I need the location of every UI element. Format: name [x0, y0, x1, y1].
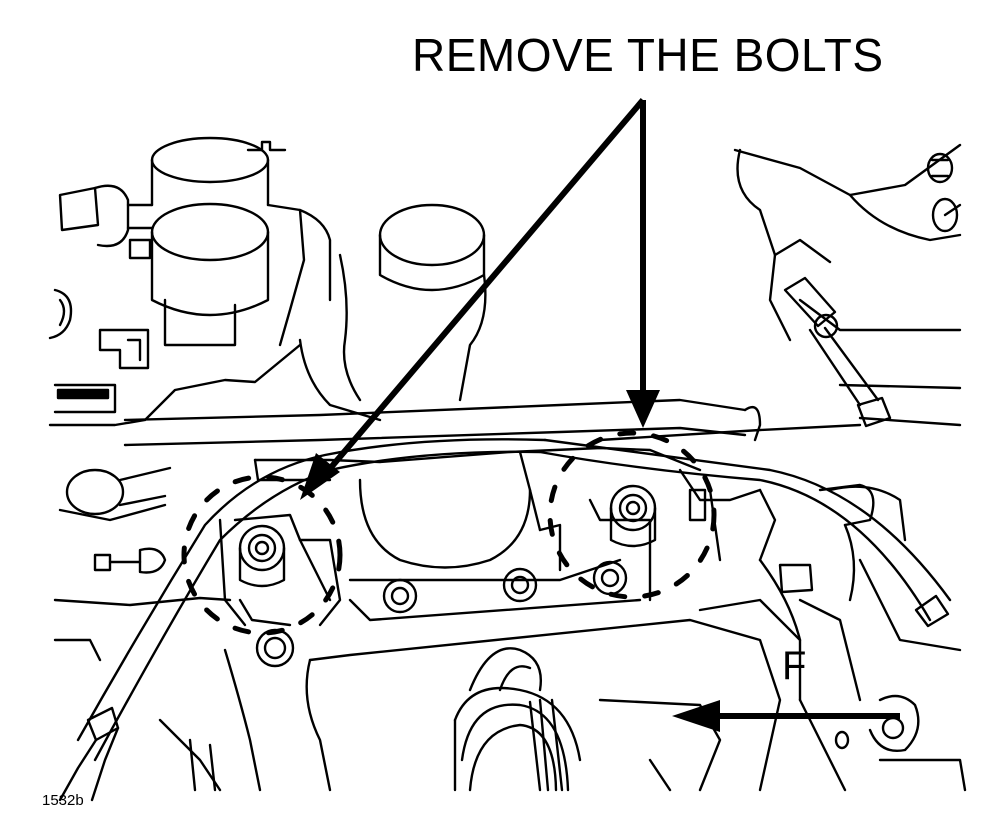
- left-fittings: [55, 468, 230, 605]
- bolt-highlight-rings: [184, 433, 714, 633]
- left-pipe-fitting: [60, 186, 152, 258]
- wire-harness: [60, 439, 950, 800]
- left-housing: [50, 290, 300, 425]
- arrow-to-left-bolt: [322, 100, 643, 478]
- arrowheads: [300, 390, 720, 732]
- block-fasteners: [257, 490, 812, 666]
- upper-right-housing: [735, 145, 960, 340]
- arrowhead-front: [672, 700, 720, 732]
- lower-housing: [55, 600, 965, 790]
- filler-cap-assembly: [152, 138, 330, 345]
- bolt-left: [240, 526, 284, 586]
- linkage-rod: [785, 278, 960, 426]
- lower-coil: [455, 648, 580, 790]
- callout-arrows: [322, 100, 643, 478]
- round-cap: [300, 205, 485, 420]
- arrowhead-right-bolt: [626, 390, 660, 428]
- callout-label: REMOVE THE BOLTS: [412, 29, 884, 81]
- right-bracket: [700, 487, 960, 751]
- arrowhead-left-bolt: [300, 453, 340, 500]
- bolt-right: [611, 486, 655, 546]
- main-rail: [125, 400, 960, 445]
- direction-label: F: [782, 644, 807, 688]
- figure-reference: 1532b: [42, 792, 84, 809]
